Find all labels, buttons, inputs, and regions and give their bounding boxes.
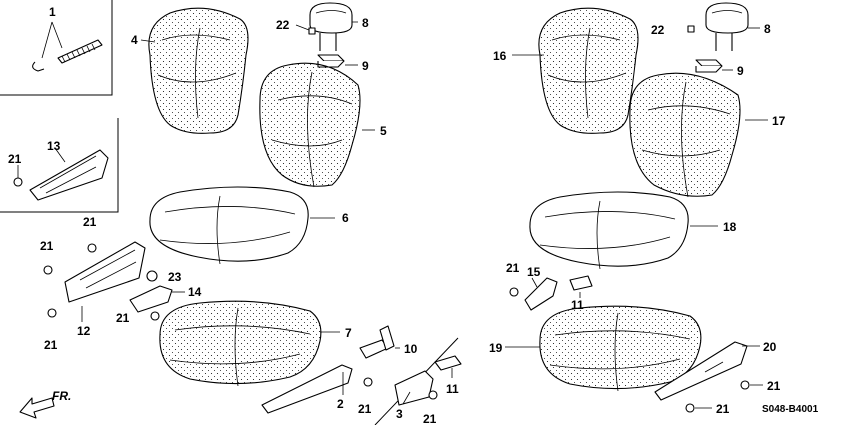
callout-21-c: 21 xyxy=(40,239,54,253)
part-seat-cushion-pad-left xyxy=(159,300,340,387)
callout-1: 1 xyxy=(49,5,56,19)
callout-20: 20 xyxy=(763,340,777,354)
callout-10: 10 xyxy=(404,342,418,356)
callout-21-e: 21 xyxy=(44,338,58,352)
callout-14: 14 xyxy=(188,285,202,299)
part-hinge-14 xyxy=(129,285,185,321)
part-headrest-guide-right xyxy=(695,59,733,73)
callout-3: 3 xyxy=(396,407,403,421)
callout-15: 15 xyxy=(527,265,541,279)
part-seatback-pad-left xyxy=(259,62,375,188)
callout-6: 6 xyxy=(342,211,349,225)
part-bracket-15 xyxy=(509,277,558,311)
part-cover-10 xyxy=(359,325,400,359)
part-seatback-cover-front-left xyxy=(140,7,249,134)
callout-9-right: 9 xyxy=(737,64,744,78)
part-bracket-3 xyxy=(394,370,438,406)
part-seatback-cover-right xyxy=(512,7,639,134)
callout-21-a: 21 xyxy=(8,152,22,166)
callout-18: 18 xyxy=(723,220,737,234)
part-seatback-pad-right xyxy=(629,72,768,198)
callout-11-left: 11 xyxy=(446,382,459,396)
callout-16: 16 xyxy=(493,49,507,63)
part-seat-cushion-cover-left xyxy=(149,186,335,265)
part-headrest-guide-left xyxy=(317,54,358,68)
part-seat-cushion-pad-right xyxy=(505,305,702,392)
callout-21-b: 21 xyxy=(83,215,97,229)
callout-21-i: 21 xyxy=(767,379,781,393)
callout-5: 5 xyxy=(380,124,387,138)
part-clip-kit xyxy=(32,21,103,72)
callout-21-f: 21 xyxy=(358,402,372,416)
direction-label: FR. xyxy=(52,389,71,403)
callout-22-left: 22 xyxy=(276,18,290,32)
callout-19: 19 xyxy=(489,341,503,355)
callout-labels: 1 4 22 8 9 5 13 21 6 21 21 23 14 21 12 2… xyxy=(8,5,786,426)
part-cap-11-right xyxy=(569,275,593,298)
part-recliner-cover-13 xyxy=(13,147,109,201)
callout-9-left: 9 xyxy=(362,59,369,73)
front-direction-arrow xyxy=(19,397,55,419)
callout-17: 17 xyxy=(772,114,786,128)
inset-box-bracket xyxy=(0,118,119,213)
callout-12: 12 xyxy=(77,324,91,338)
callout-21-h: 21 xyxy=(506,261,520,275)
callout-11-right: 11 xyxy=(571,298,584,312)
part-side-cover-2 xyxy=(261,364,373,414)
part-seat-cushion-cover-right xyxy=(529,191,718,270)
part-code: S048-B4001 xyxy=(762,404,819,415)
callout-23: 23 xyxy=(168,270,182,284)
callout-21-j: 21 xyxy=(716,402,730,416)
part-clip-23 xyxy=(146,270,158,282)
callout-2: 2 xyxy=(337,397,344,411)
callout-4: 4 xyxy=(131,33,138,47)
callout-7: 7 xyxy=(345,326,352,340)
part-side-cover-20 xyxy=(654,341,763,413)
part-seat-adjuster-12 xyxy=(43,241,146,322)
part-headrest-left xyxy=(295,2,358,51)
part-cap-11-left xyxy=(434,355,462,378)
callout-22-right: 22 xyxy=(651,23,665,37)
part-headrest-right xyxy=(687,2,760,51)
callout-8-left: 8 xyxy=(362,16,369,30)
callout-21-g: 21 xyxy=(423,412,437,425)
callout-8-right: 8 xyxy=(764,22,771,36)
inset-box-clip-kit xyxy=(0,0,113,96)
callout-13: 13 xyxy=(47,139,61,153)
callout-21-d: 21 xyxy=(116,311,130,325)
